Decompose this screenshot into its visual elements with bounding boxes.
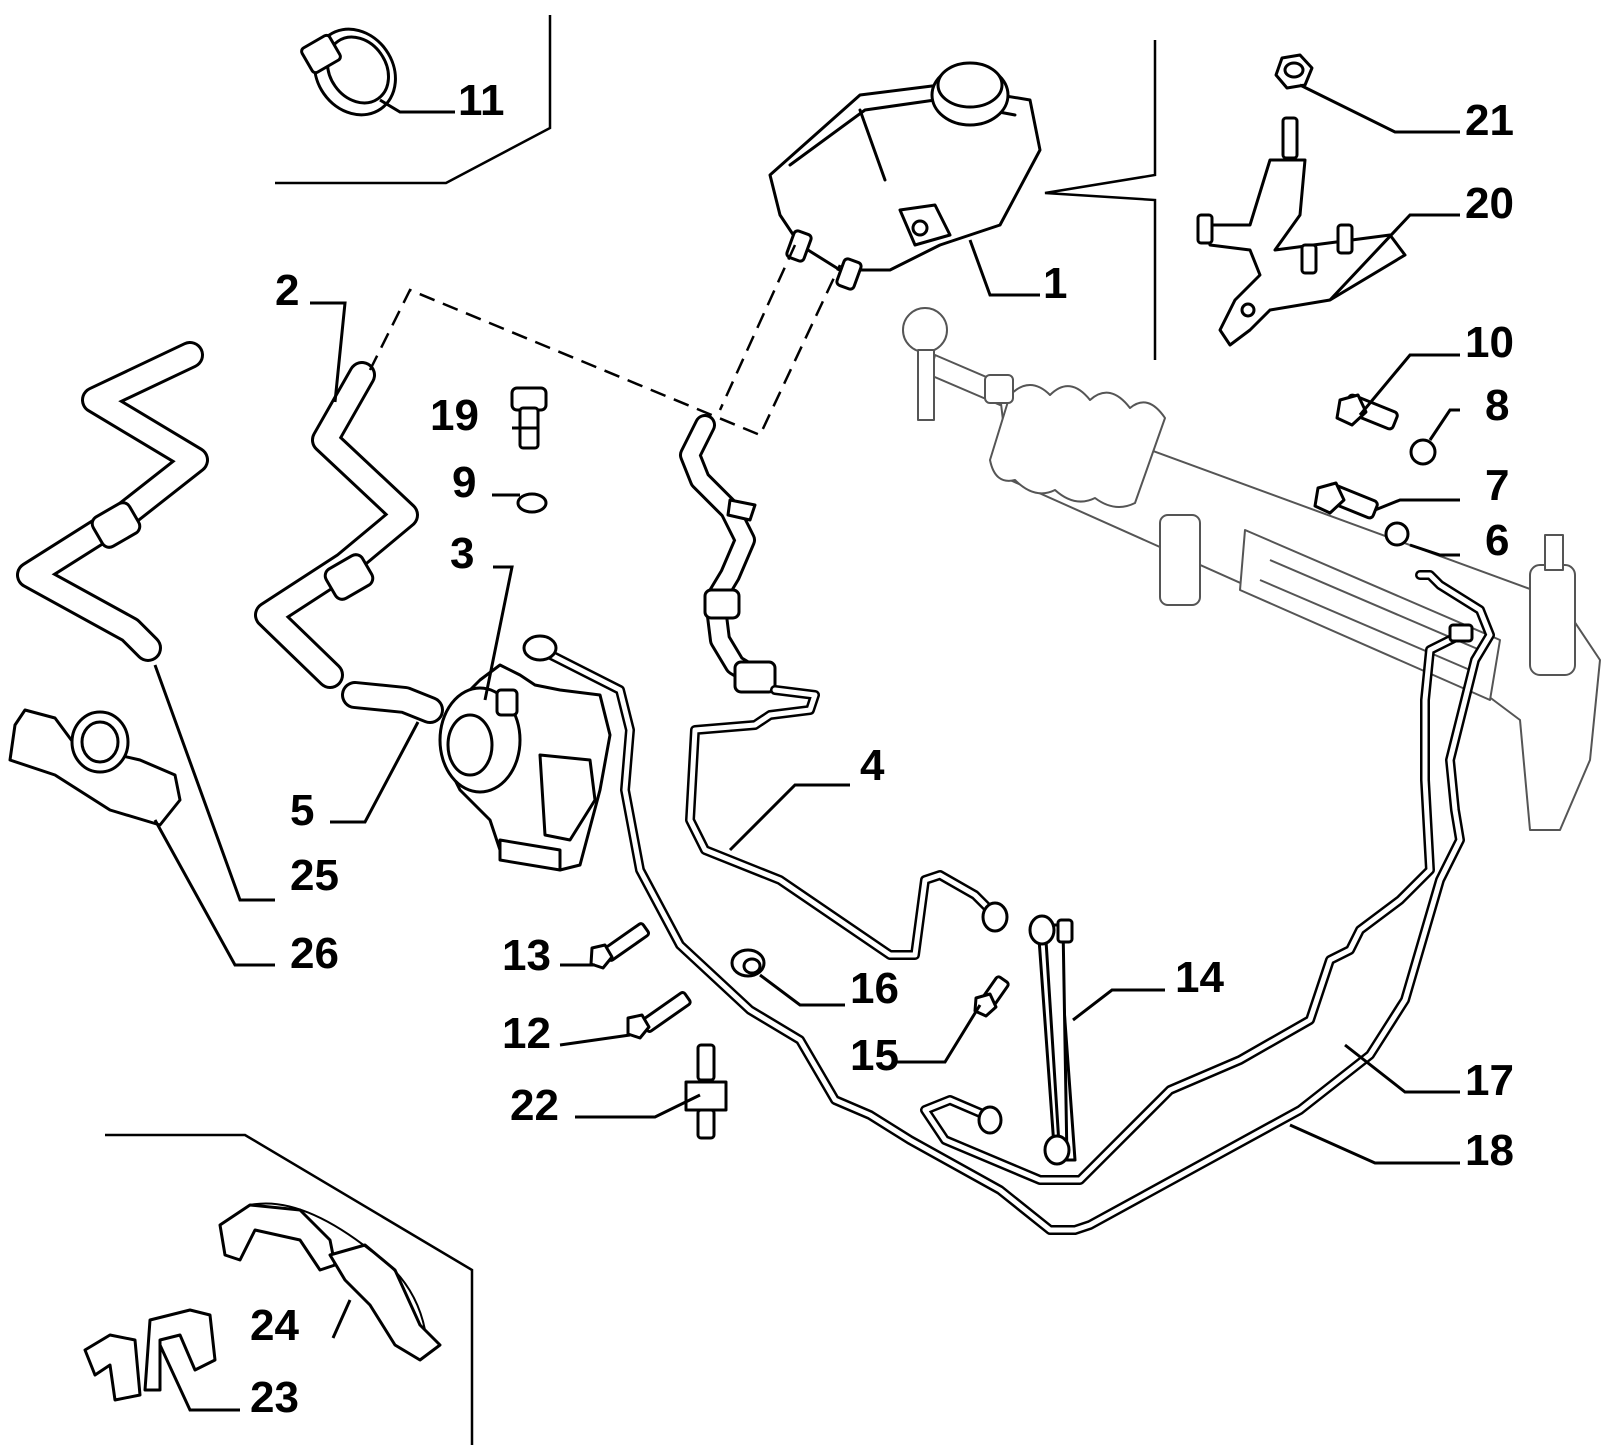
short-hose-5 <box>341 681 444 724</box>
assembly-reference-line <box>368 264 842 437</box>
label-8: 8 <box>1485 381 1509 430</box>
label-6: 6 <box>1485 516 1509 565</box>
mounting-bracket <box>1196 116 1407 347</box>
suction-hose-25 <box>16 341 209 662</box>
label-23: 23 <box>250 1373 299 1422</box>
label-13: 13 <box>502 931 551 980</box>
pipe-clip-part-24 <box>218 1202 442 1362</box>
label-9: 9 <box>452 458 476 507</box>
steering-rack <box>902 307 1601 831</box>
bolt-part-13 <box>589 922 650 970</box>
label-7: 7 <box>1485 461 1509 510</box>
label-25: 25 <box>290 851 339 900</box>
frame-reservoir-section <box>1044 40 1157 360</box>
label-10: 10 <box>1465 318 1514 367</box>
hose-clamp-part <box>300 27 397 117</box>
label-4: 4 <box>860 741 885 790</box>
label-16: 16 <box>850 964 899 1013</box>
washer-part-9 <box>516 492 548 514</box>
label-21: 21 <box>1465 96 1514 145</box>
label-17: 17 <box>1465 1056 1514 1105</box>
hose-support-part-26 <box>8 708 182 827</box>
label-26: 26 <box>290 929 339 978</box>
label-11: 11 <box>458 76 505 125</box>
assembly-reference-line-2 <box>718 244 797 411</box>
oil-cooler-part-14 <box>1028 914 1077 1166</box>
return-hose-2 <box>254 361 419 689</box>
washer-part-8 <box>1409 438 1437 466</box>
bolt-part-12 <box>626 991 692 1040</box>
label-18: 18 <box>1465 1126 1514 1175</box>
label-22: 22 <box>510 1081 559 1130</box>
return-pipe-17 <box>920 623 1474 1185</box>
pump-outlet-pipe <box>522 570 1495 1235</box>
label-2: 2 <box>275 266 299 315</box>
frame-clips-section <box>105 1133 474 1445</box>
nut-part <box>1274 53 1314 90</box>
label-1: 1 <box>1043 259 1067 308</box>
stud-part-22 <box>684 1043 728 1140</box>
reservoir-feed-hose <box>679 414 777 694</box>
label-14: 14 <box>1175 953 1224 1002</box>
callout-labels: 11 1 2 21 20 10 8 7 6 19 9 3 4 5 25 26 1… <box>250 76 1514 1422</box>
grommet-part-16 <box>730 948 766 978</box>
washer-part-6 <box>1384 521 1410 547</box>
bolt-part-15 <box>973 975 1010 1018</box>
banjo-bolt-part-7 <box>1313 481 1379 520</box>
label-5: 5 <box>290 786 314 835</box>
reservoir-tank <box>768 61 1042 291</box>
label-24: 24 <box>250 1301 299 1350</box>
pressure-pipe-4 <box>685 685 1009 960</box>
pipe-clip-part-23 <box>83 1308 217 1402</box>
leader-lines <box>153 83 1460 1412</box>
banjo-bolt-part-10 <box>1335 393 1399 431</box>
banjo-bolt-part-19 <box>510 386 548 450</box>
label-15: 15 <box>850 1031 899 1080</box>
label-19: 19 <box>430 391 479 440</box>
frame-clamp-section <box>275 15 552 185</box>
label-20: 20 <box>1465 179 1514 228</box>
label-12: 12 <box>502 1009 551 1058</box>
label-3: 3 <box>450 529 474 578</box>
power-steering-pump <box>438 663 612 872</box>
